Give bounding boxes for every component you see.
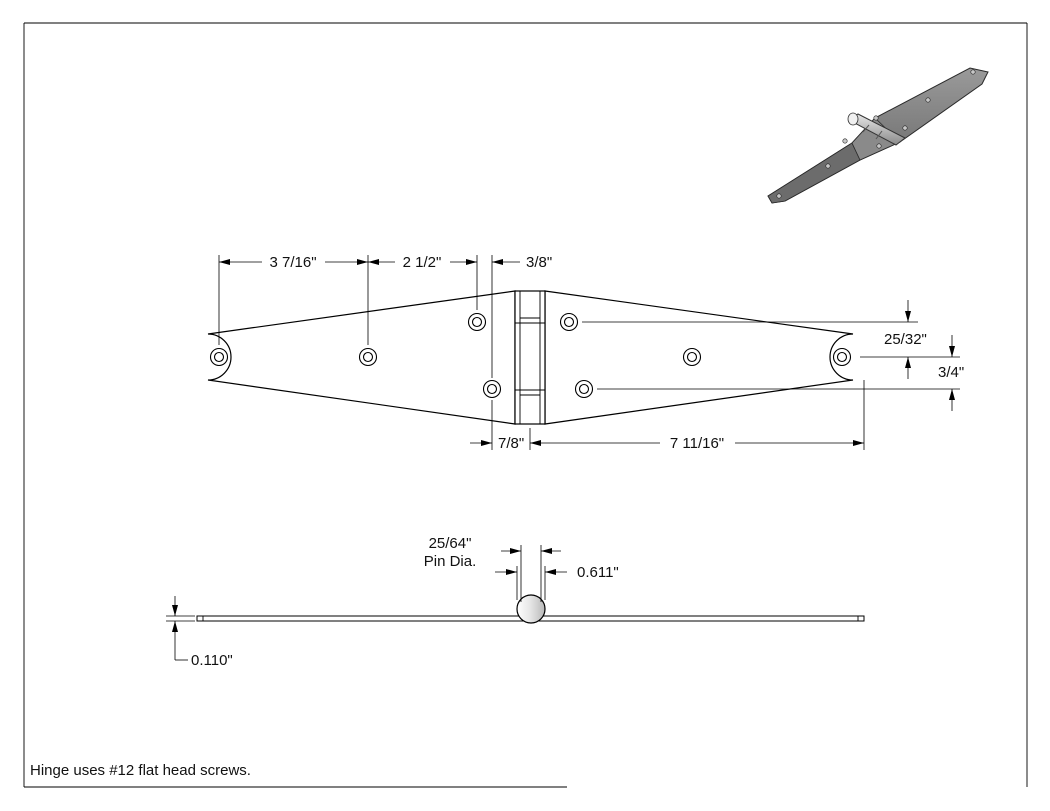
dim-3-4: 3/4"	[938, 364, 964, 381]
hinge-3d-render	[767, 67, 989, 204]
screw-hole	[574, 379, 594, 399]
dimension-right-verticals: 25/32" 3/4"	[582, 300, 964, 411]
dim-3-7-16: 3 7/16"	[269, 254, 316, 271]
dim-thickness-0-110: 0.110"	[191, 652, 233, 669]
screw-hole	[209, 347, 229, 367]
dim-7-8: 7/8"	[498, 435, 524, 452]
screw-hole	[832, 347, 852, 367]
knuckle	[514, 290, 546, 425]
dim-2-1-2: 2 1/2"	[403, 254, 442, 271]
dim-25-32: 25/32"	[884, 331, 927, 348]
dimension-thickness: 0.110"	[166, 596, 233, 669]
dim-3-8: 3/8"	[526, 254, 552, 271]
dim-pin-dia-label: Pin Dia.	[424, 553, 477, 570]
screw-note: Hinge uses #12 flat head screws.	[30, 762, 251, 779]
dim-pin-dia-value: 25/64"	[429, 535, 472, 552]
dim-7-11-16: 7 11/16"	[670, 435, 724, 452]
screw-hole	[482, 379, 502, 399]
dimension-top-chain: 3 7/16" 2 1/2" 3/8"	[218, 254, 552, 378]
pin-barrel-section	[516, 594, 546, 624]
hinge-plan-view	[207, 290, 854, 425]
screw-hole	[682, 347, 702, 367]
screw-hole	[358, 347, 378, 367]
screw-hole	[559, 312, 579, 332]
hinge-side-view	[196, 594, 865, 624]
screw-hole	[467, 312, 487, 332]
dim-knuckle-0-611: 0.611"	[577, 564, 619, 581]
sheet-border	[23, 22, 1028, 788]
dimension-bottom-chain: 7/8" 7 11/16"	[470, 380, 865, 452]
dimension-pin: 25/64" Pin Dia. 0.611"	[424, 535, 619, 602]
